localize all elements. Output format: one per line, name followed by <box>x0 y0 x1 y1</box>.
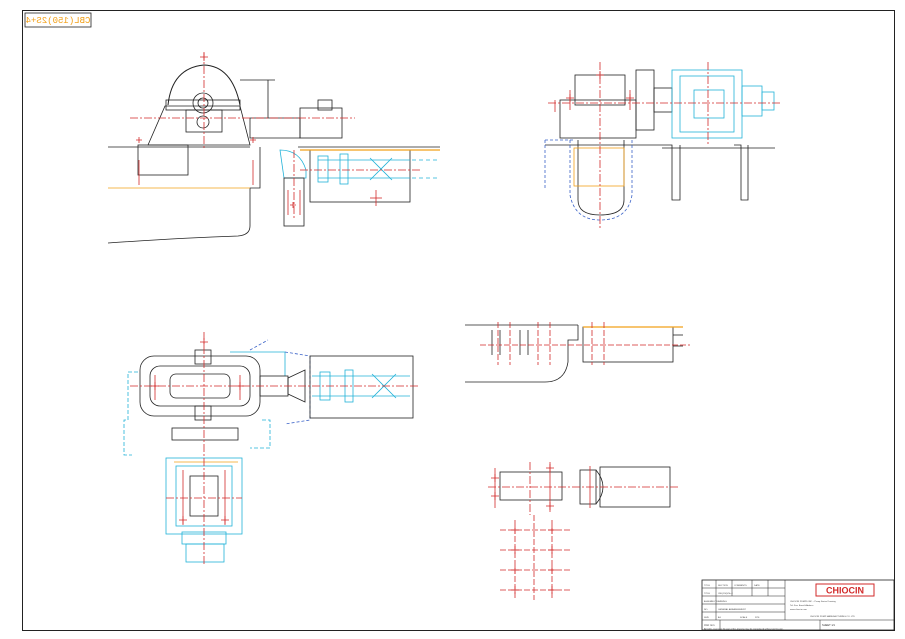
bolt-markers <box>136 53 634 594</box>
corner-code-box: CBL(150)2S+4 <box>24 12 92 28</box>
tb-header-section: SECTION <box>718 585 728 587</box>
tb-header-date: DATE <box>754 584 760 587</box>
company-logo-box <box>815 583 875 597</box>
company-line-1: CHIOCIN PUMPS INC. - Pump Series Drawing <box>790 600 836 603</box>
foundation-profile-view <box>465 322 690 383</box>
tb-footer-left: Unit: mm <box>704 623 714 627</box>
tb-header-title: TITLE <box>704 585 710 587</box>
tb-row-label-no: NO. <box>704 609 708 611</box>
tb-row-value-scale: NTS <box>755 617 760 619</box>
side-elevation-view <box>107 52 440 244</box>
tb-note: All rights reserved. No part of this dra… <box>704 628 784 631</box>
company-line-3: www.chiocin.com <box>790 609 807 611</box>
tb-row-label-scale: SCALE <box>740 616 748 619</box>
title-block: TITLE SECTION COMMENTS DATE TITLE CBL(15… <box>701 579 895 631</box>
tb-footer-right: SHEET 1/1 <box>822 623 835 627</box>
company-line-2: Tel: Fax: Email: Address <box>790 604 814 607</box>
tb-header-comments: COMMENTS <box>734 585 747 587</box>
end-elevation-view <box>544 62 780 230</box>
sheet-border <box>22 10 895 631</box>
tb-row-label-title: TITLE <box>704 593 710 595</box>
tb-row-value-size: A3 <box>718 616 721 619</box>
foundation-bolt-layout <box>488 462 680 600</box>
corner-code: CBL(150)2S+4 <box>26 16 91 26</box>
tb-row-label-size: SIZE <box>704 617 709 619</box>
tb-row-value-assembly: GENERAL ARRANGEMENT <box>718 608 747 611</box>
tb-row-value-title: CBL(150)2S+4 <box>718 593 733 595</box>
plan-view <box>123 332 420 565</box>
tb-row-label-assembly: ASSEMBLY DRAWING <box>704 600 727 603</box>
company-logo: CHIOCIN <box>826 586 864 596</box>
company-highlight: CHIOCIN PUMP MANUFACTURING CO. LTD <box>810 615 855 618</box>
